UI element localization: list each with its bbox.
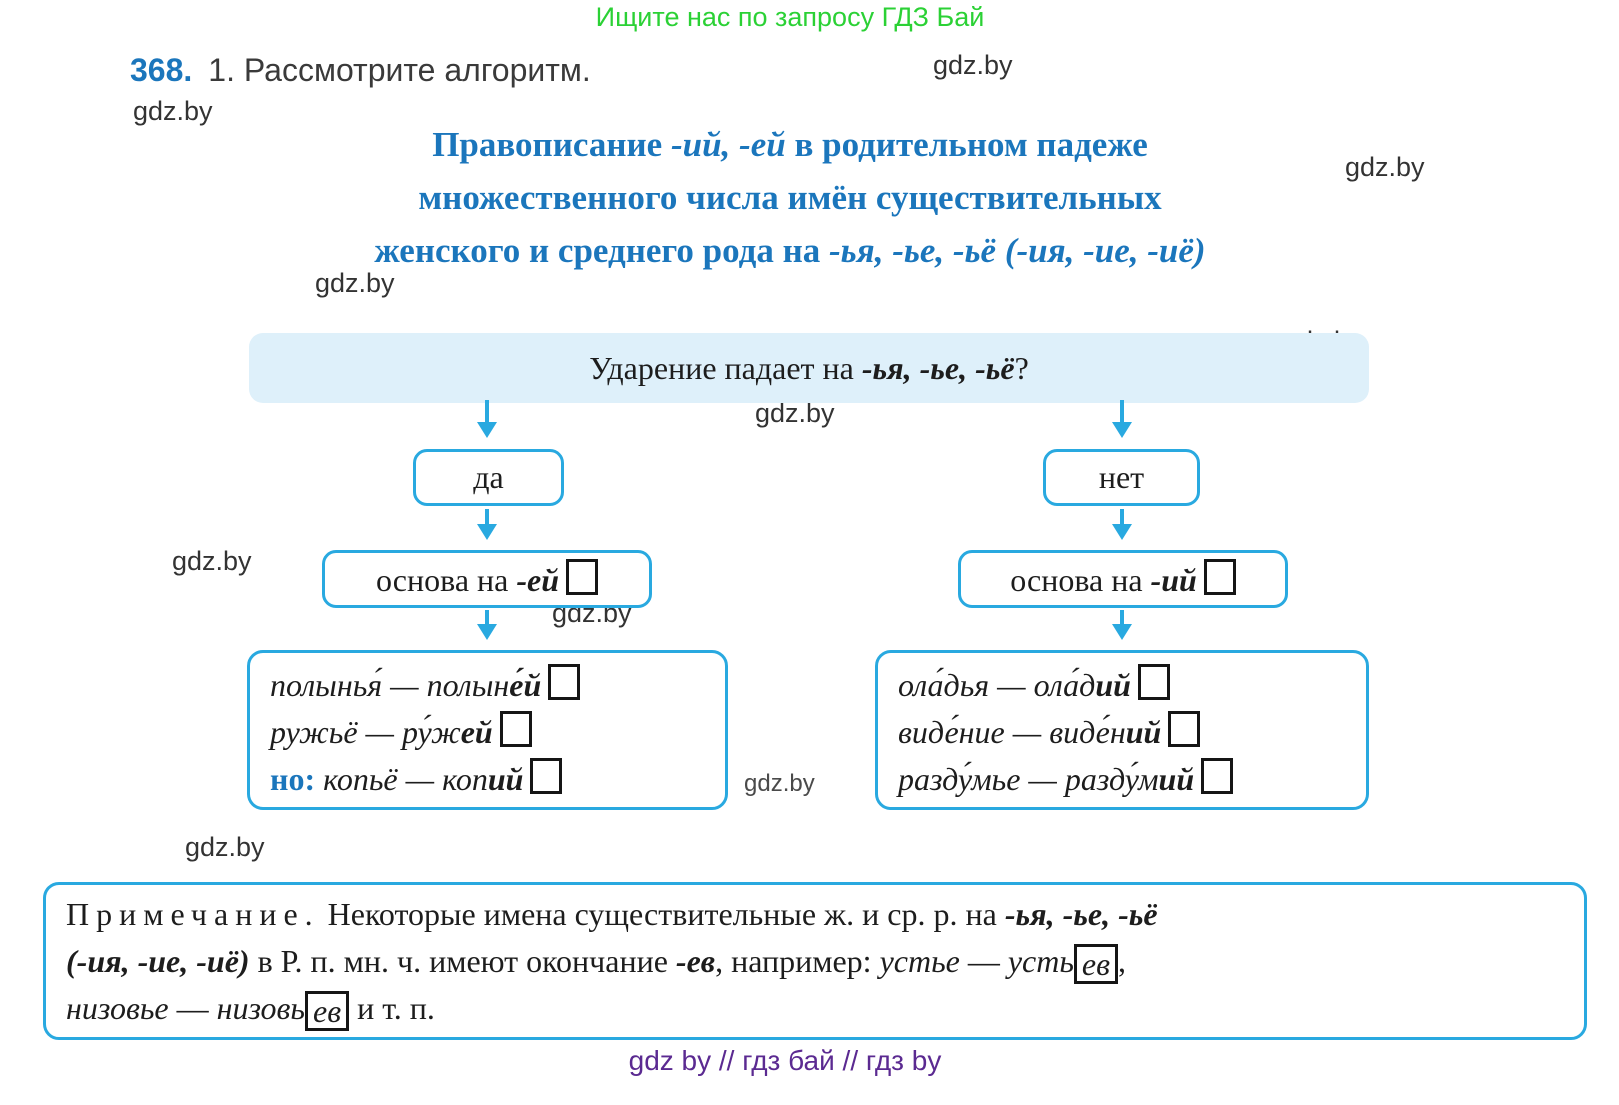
algorithm-title: Правописание -ий, -ей в родительном паде… — [0, 118, 1580, 277]
footer-watermark: gdz by // гдз бай // гдз by — [628, 1045, 942, 1076]
exercise-line: 368. 1. Рассмотрите алгоритм. — [130, 52, 591, 89]
watermark: gdz.by — [133, 96, 213, 126]
empty-ending-box — [1137, 664, 1170, 700]
boxed-ending: ев — [1073, 944, 1119, 984]
watermark: gdz.by — [755, 398, 835, 428]
title-line-1: Правописание -ий, -ей в родительном паде… — [432, 125, 1148, 164]
arrow-down-icon — [1120, 610, 1124, 635]
arrow-down-icon — [485, 610, 489, 635]
examples-box-right: ола́дья — ола́дий виде́ние — виде́ний ра… — [875, 650, 1369, 810]
arrow-down-icon — [1120, 509, 1124, 535]
empty-ending-box — [530, 758, 563, 794]
arrow-down-icon — [485, 509, 489, 535]
title-line-2: множественного числа имён существительны… — [418, 178, 1162, 217]
arrow-down-icon — [485, 400, 489, 433]
watermark: gdz.by — [744, 770, 815, 797]
note-heading: Примечание. — [66, 896, 320, 932]
stem-box-right: основа на -ий — [958, 550, 1288, 608]
question-text: Ударение падает на -ья, -ье, -ьё? — [589, 349, 1029, 386]
watermark: gdz.by — [172, 546, 252, 576]
no-box: нет — [1043, 449, 1200, 506]
examples-box-left: полынья́ — полыне́й ружьё — ру́жей но: к… — [247, 650, 728, 810]
empty-ending-box — [1203, 559, 1236, 595]
example-line: полынья́ — полыне́й — [270, 662, 725, 709]
watermark: gdz.by — [933, 50, 1013, 80]
example-line: разду́мье — разду́мий — [898, 756, 1366, 803]
empty-ending-box — [1201, 758, 1234, 794]
example-line: виде́ние — виде́ний — [898, 709, 1366, 756]
empty-ending-box — [499, 711, 532, 747]
boxed-ending: ев — [304, 991, 350, 1031]
promo-banner: Ищите нас по запросу ГДЗ Бай — [595, 2, 985, 32]
watermark: gdz.by — [1345, 152, 1425, 182]
watermark: gdz.by — [315, 268, 395, 298]
empty-ending-box — [548, 664, 581, 700]
example-line: но: копьё — копий — [270, 756, 725, 803]
question-box: Ударение падает на -ья, -ье, -ьё? — [249, 333, 1369, 403]
exercise-title: 1. Рассмотрите алгоритм. — [208, 52, 591, 88]
stem-box-left: основа на -ей — [322, 550, 652, 608]
exercise-number: 368. — [130, 52, 193, 88]
empty-ending-box — [1168, 711, 1201, 747]
empty-ending-box — [566, 559, 598, 595]
watermark: gdz.by — [185, 832, 265, 862]
title-line-3: женского и среднего рода на -ья, -ье, -ь… — [374, 231, 1206, 270]
note-box: Примечание. Некоторые имена существитель… — [43, 882, 1587, 1040]
yes-box: да — [413, 449, 564, 506]
arrow-down-icon — [1120, 400, 1124, 433]
example-line: ружьё — ру́жей — [270, 709, 725, 756]
example-line: ола́дья — ола́дий — [898, 662, 1366, 709]
